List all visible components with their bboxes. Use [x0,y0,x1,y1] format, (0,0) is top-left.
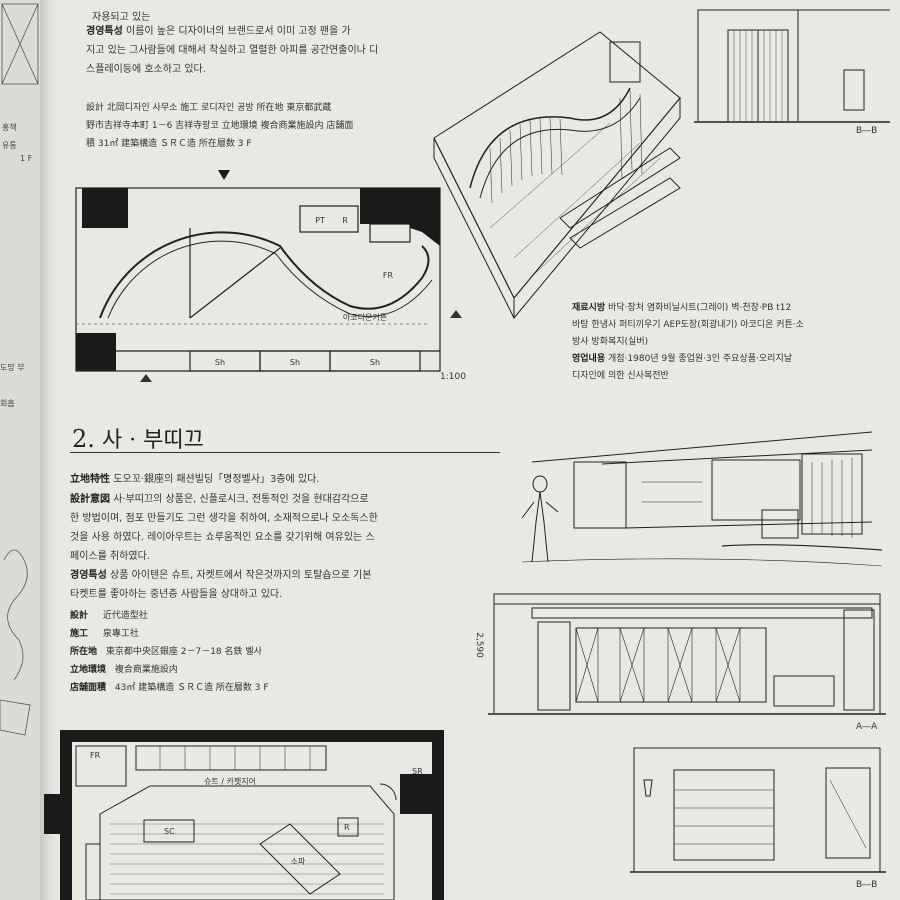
s2-credit-2-value: 泉專工社 [102,629,139,639]
s2-location-label: 立地特性 [70,474,110,485]
s2-credit-3-value: 東京都中央区銀座 2－7－18 名鉄 벨사 [105,647,262,657]
s2-credit-1-value: 近代造型社 [102,611,148,621]
s2-management-line-1: 경영특성 상품 아이텐은 슈트, 자켓트에서 작은것까지의 토탈숍으로 기본 [70,566,371,585]
s2-management-label: 경영특성 [70,570,107,581]
s2-credit-1-label: 設計 [70,611,89,621]
s2-credit-5-label: 店舗面積 [70,683,107,693]
top-elevation-bb-label: B―B [856,126,878,136]
left-fragment-1: 홍책 [2,123,17,132]
s2-design-text-1: 사·부띠끄의 상품은, 신플로시크, 전통적인 것을 현대감각으로 [113,494,369,505]
business-text-1: 개점·1980년 9월 종업원·3인 주요상품·오리지날 [608,354,793,364]
left-fragment-5: 회흡 [0,399,15,408]
top-credits-line-3: 積 31㎡ 建築構造 ＳＲＣ造 所在層数 3 F [86,139,252,149]
s2-plan-label-r: R [344,823,350,832]
top-management-label: 경영특성 [86,26,123,37]
s2-credit-3: 所在地 東京都中央区銀座 2－7－18 名鉄 벨사 [70,644,262,657]
s2-plan-label-fr: FR [90,751,101,760]
top-management-line-1: 이름이 높은 디자이너의 브랜드로서 이미 고정 팬을 가 [126,26,351,37]
s2-design-label: 設計意図 [70,494,110,505]
business-line-2: 디자인에 의한 신사복전반 [572,371,669,381]
materials-line-2: 바탕 한냉사 퍼티끼우기 AEP도장(회광내기) 아코디온 커튼·소 [572,320,804,330]
boutique-floor-plan: Sh Sh Sh PT R FR 아코디온커튼 [75,170,462,382]
business-label: 영업내용 [572,354,606,364]
s2-elevation-dimension: 2,590 [473,632,484,658]
s2-plan-label-sc: SC [164,827,175,836]
s2-management-line-2: 타켓트를 좋아하는 중년층 사람들을 상대하고 있다. [70,589,283,600]
s2-credit-5-value: 43㎡ 建築構造 ＳＲＣ造 所在層数 3 F [114,683,269,693]
s2-perspective-sketch [521,431,883,567]
plan-label-sh-3: Sh [370,358,380,367]
s2-location: 立地特性 도오꼬·銀座의 패션빌딩「명정벨사」3층에 있다. [70,470,319,489]
plan-label-pt: PT [315,216,325,225]
top-elevation-bb [694,9,890,123]
s2-credit-1: 設計 近代造型社 [70,608,148,621]
materials-label: 재료시방 [572,303,606,313]
s2-plan-label-sofa: 소파 [291,857,306,866]
top-management-line-2: 지고 있는 그사람들에 대해서 착실하고 열렬한 아피를 공간연출이나 디 [86,45,379,56]
top-management: 경영특성 이름이 높은 디자이너의 브랜드로서 이미 고정 팬을 가 [86,22,351,41]
plan-label-fr: FR [383,271,394,280]
s2-credit-4: 立地環境 複合商業施設内 [70,662,178,675]
s2-credit-3-label: 所在地 [70,647,98,657]
s2-location-text: 도오꼬·銀座의 패션빌딩「명정벨사」3층에 있다. [113,474,320,485]
top-credits-line-2: 野市吉祥寺本町 1－6 吉祥寺팡코 立地環境 複合商業施設内 店舗面 [86,121,354,131]
s2-floor-plan: FR SR SC R 슈트 / 카펫지어 소파 [44,730,444,900]
s2-design-line-4: 페이스를 취하였다. [70,551,150,562]
boutique-perspective-sketch [433,31,681,320]
s2-plan-label-sr: SR [412,767,423,776]
materials-line-1: 재료시방 바닥·창처 염화비닐시트(그레이) 벽·천장·PB t12 [572,300,791,313]
s2-elevation-bb-label: B―B [856,880,878,890]
s2-elevation-aa-label: A―A [856,722,878,732]
plan-label-curtain: 아코디온커튼 [343,312,387,322]
top-management-line-3: 스플레이등에 호소하고 있다. [86,64,206,75]
materials-text-1: 바닥·창처 염화비닐시트(그레이) 벽·천장·PB t12 [608,303,792,313]
s2-credit-4-value: 複合商業施設内 [114,665,178,675]
plan-label-sh-2: Sh [290,358,300,367]
left-fragment-2: 유통 [2,141,17,150]
intro-line: 자용되고 있는 [92,12,151,23]
top-credits-line-1: 設計 北岡디자인 사무소 施工 로디자인 공방 所在地 東京都武蔵 [86,103,332,113]
business-line-1: 영업내용 개점·1980년 9월 종업원·3인 주요상품·오리지날 [572,351,792,364]
s2-elevation-bb [630,747,886,873]
left-fragment-3: 1 F [20,154,33,163]
left-fragment-4: 도망 부 [0,363,25,372]
s2-plan-label-suit: 슈트 / 카펫지어 [204,776,256,786]
s2-credit-2-label: 施工 [70,629,89,639]
plan-label-sh-1: Sh [215,358,225,367]
plan-scale: 1:100 [440,372,466,382]
section-2-heading: 2. 사 · 부띠끄 [72,422,204,454]
s2-credit-5: 店舗面積 43㎡ 建築構造 ＳＲＣ造 所在層数 3 F [70,680,269,693]
section-2-rule [70,452,500,453]
s2-design-line-1: 設計意図 사·부띠끄의 상품은, 신플로시크, 전통적인 것을 현대감각으로 [70,490,369,509]
s2-design-line-2: 한 방법이며, 점포 만들기도 그런 생각을 취하여, 소재적으로나 오소독스한 [70,513,378,524]
s2-credit-2: 施工 泉專工社 [70,626,139,639]
s2-management-text-1: 상품 아이텐은 슈트, 자켓트에서 작은것까지의 토탈숍으로 기본 [110,570,372,581]
s2-design-line-3: 것을 사용 하였다. 레이아우트는 쇼루움적인 요소를 갖기위해 여유있는 스 [70,532,375,543]
section-2-title: 사 · 부띠끄 [101,428,204,453]
left-page-sketches [0,3,39,736]
section-2-number: 2. [72,425,95,453]
page-gutter [40,0,58,900]
plan-label-r: R [342,216,348,225]
materials-line-3: 방사 방화복지(실버) [572,337,649,347]
s2-credit-4-label: 立地環境 [70,665,107,675]
s2-elevation-aa [488,593,886,715]
